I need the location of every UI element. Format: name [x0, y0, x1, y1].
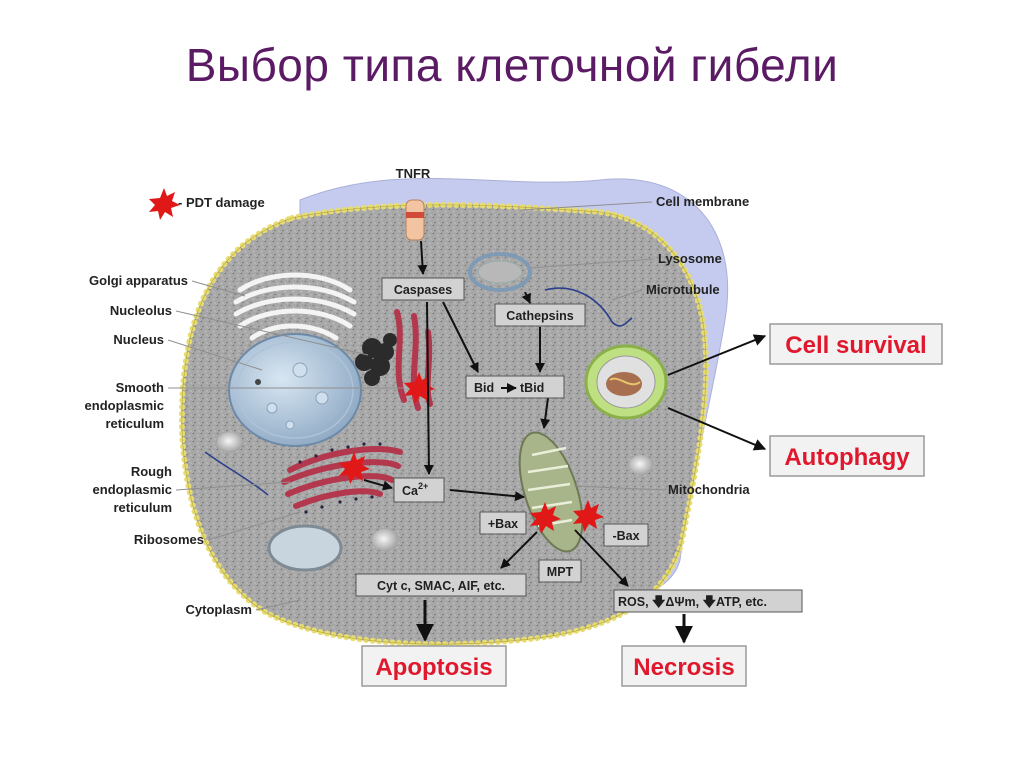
- label-nucleus: Nucleus: [113, 332, 164, 347]
- left-labels: Golgi apparatus Nucleolus Nucleus Smooth…: [85, 273, 404, 617]
- lysosome: [468, 252, 532, 292]
- vacuoles: [217, 432, 653, 551]
- nucleus: [228, 333, 362, 447]
- box-plus-bax: [479, 511, 527, 535]
- golgi-apparatus: [233, 272, 357, 341]
- label-microtubule: Microtubule: [646, 282, 720, 297]
- label-nucleolus: Nucleolus: [110, 303, 172, 318]
- label-cell-survival: Cell survival: [785, 332, 926, 359]
- box-necrosis: [621, 645, 747, 687]
- page-title: Выбор типа клеточной гибели: [185, 39, 839, 91]
- label-necrosis: Necrosis: [633, 654, 734, 681]
- label-plus-bax: +Bax: [488, 517, 518, 531]
- label-ribosomes: Ribosomes: [134, 532, 204, 547]
- box-calcium: [393, 477, 445, 503]
- right-labels: Cell membrane Lysosome Microtubule Mitoc…: [519, 194, 750, 497]
- label-mitochondria: Mitochondria: [668, 482, 750, 497]
- label-tnfr: TNFR: [396, 166, 431, 181]
- label-cathepsins: Cathepsins: [506, 309, 573, 323]
- nucleolus: [355, 333, 397, 386]
- label-cytc: Cyt c, SMAC, AIF, etc.: [377, 579, 505, 593]
- label-caspases: Caspases: [394, 283, 452, 297]
- box-caspases: [381, 277, 465, 301]
- box-cytc: [355, 573, 527, 597]
- legend-label: - PDT damage: [178, 195, 265, 210]
- label-mpt: MPT: [547, 565, 574, 579]
- label-apoptosis: Apoptosis: [375, 654, 492, 681]
- box-cathepsins: [494, 303, 586, 327]
- label-golgi: Golgi apparatus: [89, 273, 188, 288]
- label-lysosome: Lysosome: [658, 251, 722, 266]
- box-cell-survival: [769, 323, 943, 365]
- pathway-boxes: Caspases Cathepsins Bid tBid Ca2+ +Bax -…: [355, 277, 803, 613]
- box-autophagy: [769, 435, 925, 477]
- box-minus-bax: [603, 523, 649, 547]
- pathway-arrows: [363, 240, 767, 644]
- legend: - PDT damage: [149, 188, 265, 220]
- microtubule: [544, 287, 633, 327]
- label-rer-3: reticulum: [113, 500, 172, 515]
- label-calcium: Ca2+: [402, 481, 428, 498]
- box-mpt: [538, 559, 582, 583]
- label-minus-bax: -Bax: [612, 529, 639, 543]
- label-rer-2: endoplasmic: [93, 482, 172, 497]
- label-cell-membrane: Cell membrane: [656, 194, 749, 209]
- starburst-icon: [149, 188, 180, 220]
- tnfr-receptor: [405, 199, 425, 241]
- box-ros: [613, 589, 803, 613]
- label-rer-1: Rough: [131, 464, 172, 479]
- autophagosome: [584, 344, 668, 420]
- outcomes: Cell survival Autophagy Apoptosis Necros…: [361, 323, 943, 687]
- label-bid: Bid: [474, 381, 494, 395]
- label-tbid: tBid: [520, 381, 544, 395]
- label-cytoplasm: Cytoplasm: [186, 602, 252, 617]
- label-ser-2: endoplasmic: [85, 398, 164, 413]
- label-ser-1: Smooth: [116, 380, 164, 395]
- mitochondrion: [518, 431, 584, 553]
- vesicle: [267, 524, 343, 572]
- box-apoptosis: [361, 645, 507, 687]
- label-ser-3: reticulum: [105, 416, 164, 431]
- label-ros: ROS, 🡇ΔΨm, 🡇ATP, etc.: [618, 594, 767, 609]
- label-autophagy: Autophagy: [784, 444, 910, 471]
- ribosome-dots: [298, 442, 382, 514]
